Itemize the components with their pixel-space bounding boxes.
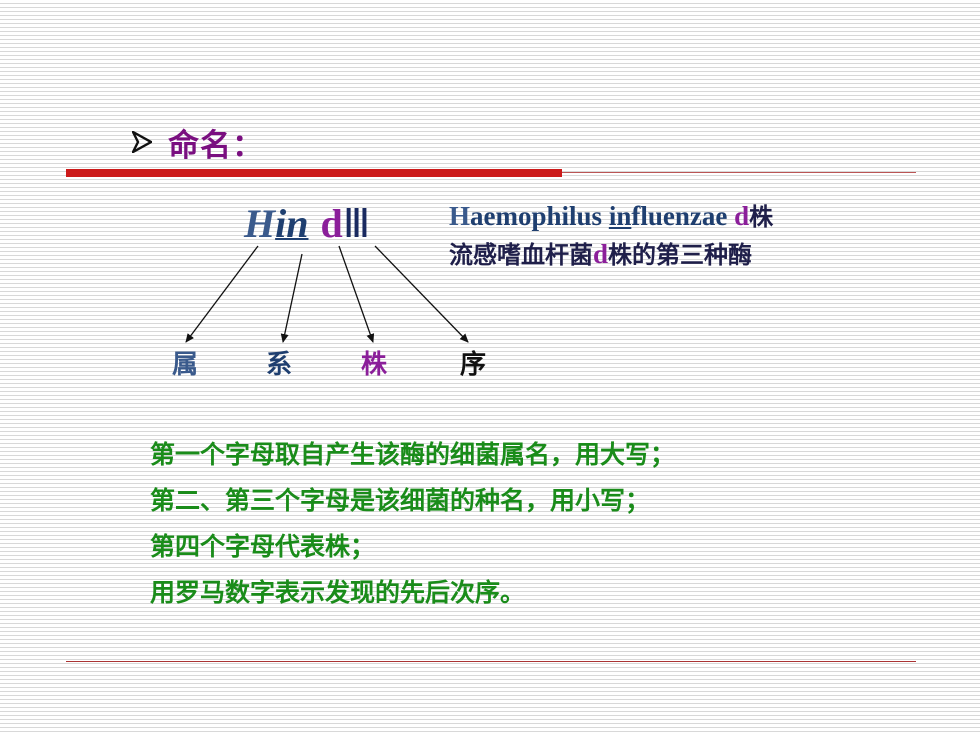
latin-suffix: 株 — [749, 202, 774, 231]
footer-divider — [66, 661, 916, 662]
heading-text: 命名： — [168, 127, 264, 164]
title-underline-thick — [66, 169, 562, 177]
arrow-species — [280, 253, 303, 343]
chinese-full-name: 流感嗜血杆菌d株的第三种酶 — [449, 236, 752, 273]
arrow-order — [374, 245, 469, 343]
latin-rest-1: aemophilus — [470, 201, 609, 231]
arrow-genus — [185, 245, 259, 343]
naming-rules-list: 第一个字母取自产生该酶的细菌属名，用大写； 第二、第三个字母是该细菌的种名，用小… — [150, 432, 675, 616]
arrowhead-bullet-icon — [132, 131, 152, 153]
naming-rule: 第四个字母代表株； — [150, 532, 376, 561]
label-genus: 属 — [172, 350, 199, 380]
enzyme-species-letters: in — [275, 201, 309, 246]
enzyme-genus-letter: H — [244, 201, 276, 246]
label-order: 序 — [460, 350, 487, 380]
arrow-strain — [338, 245, 375, 343]
enzyme-strain-letter: d — [320, 201, 343, 246]
cn-before-d: 流感嗜血杆菌 — [449, 240, 593, 269]
enzyme-order-numeral: Ⅲ — [342, 201, 371, 246]
slide-heading: 命名： — [132, 121, 264, 164]
label-species: 系 — [266, 350, 293, 380]
latin-rest-2: fluenzae — [631, 201, 735, 231]
cn-after-d: 株的第三种酶 — [608, 240, 753, 269]
latin-in: in — [608, 201, 632, 231]
label-strain: 株 — [361, 350, 388, 380]
latin-d: d — [734, 201, 750, 231]
naming-rule: 第二、第三个字母是该细菌的种名，用小写； — [150, 486, 651, 515]
latin-h: H — [449, 201, 471, 231]
naming-rule: 第一个字母取自产生该酶的细菌属名，用大写； — [150, 440, 676, 469]
cn-d: d — [593, 239, 609, 269]
naming-rule: 用罗马数字表示发现的先后次序。 — [150, 578, 526, 607]
latin-full-name: Haemophilus influenzae d株 — [449, 198, 773, 235]
